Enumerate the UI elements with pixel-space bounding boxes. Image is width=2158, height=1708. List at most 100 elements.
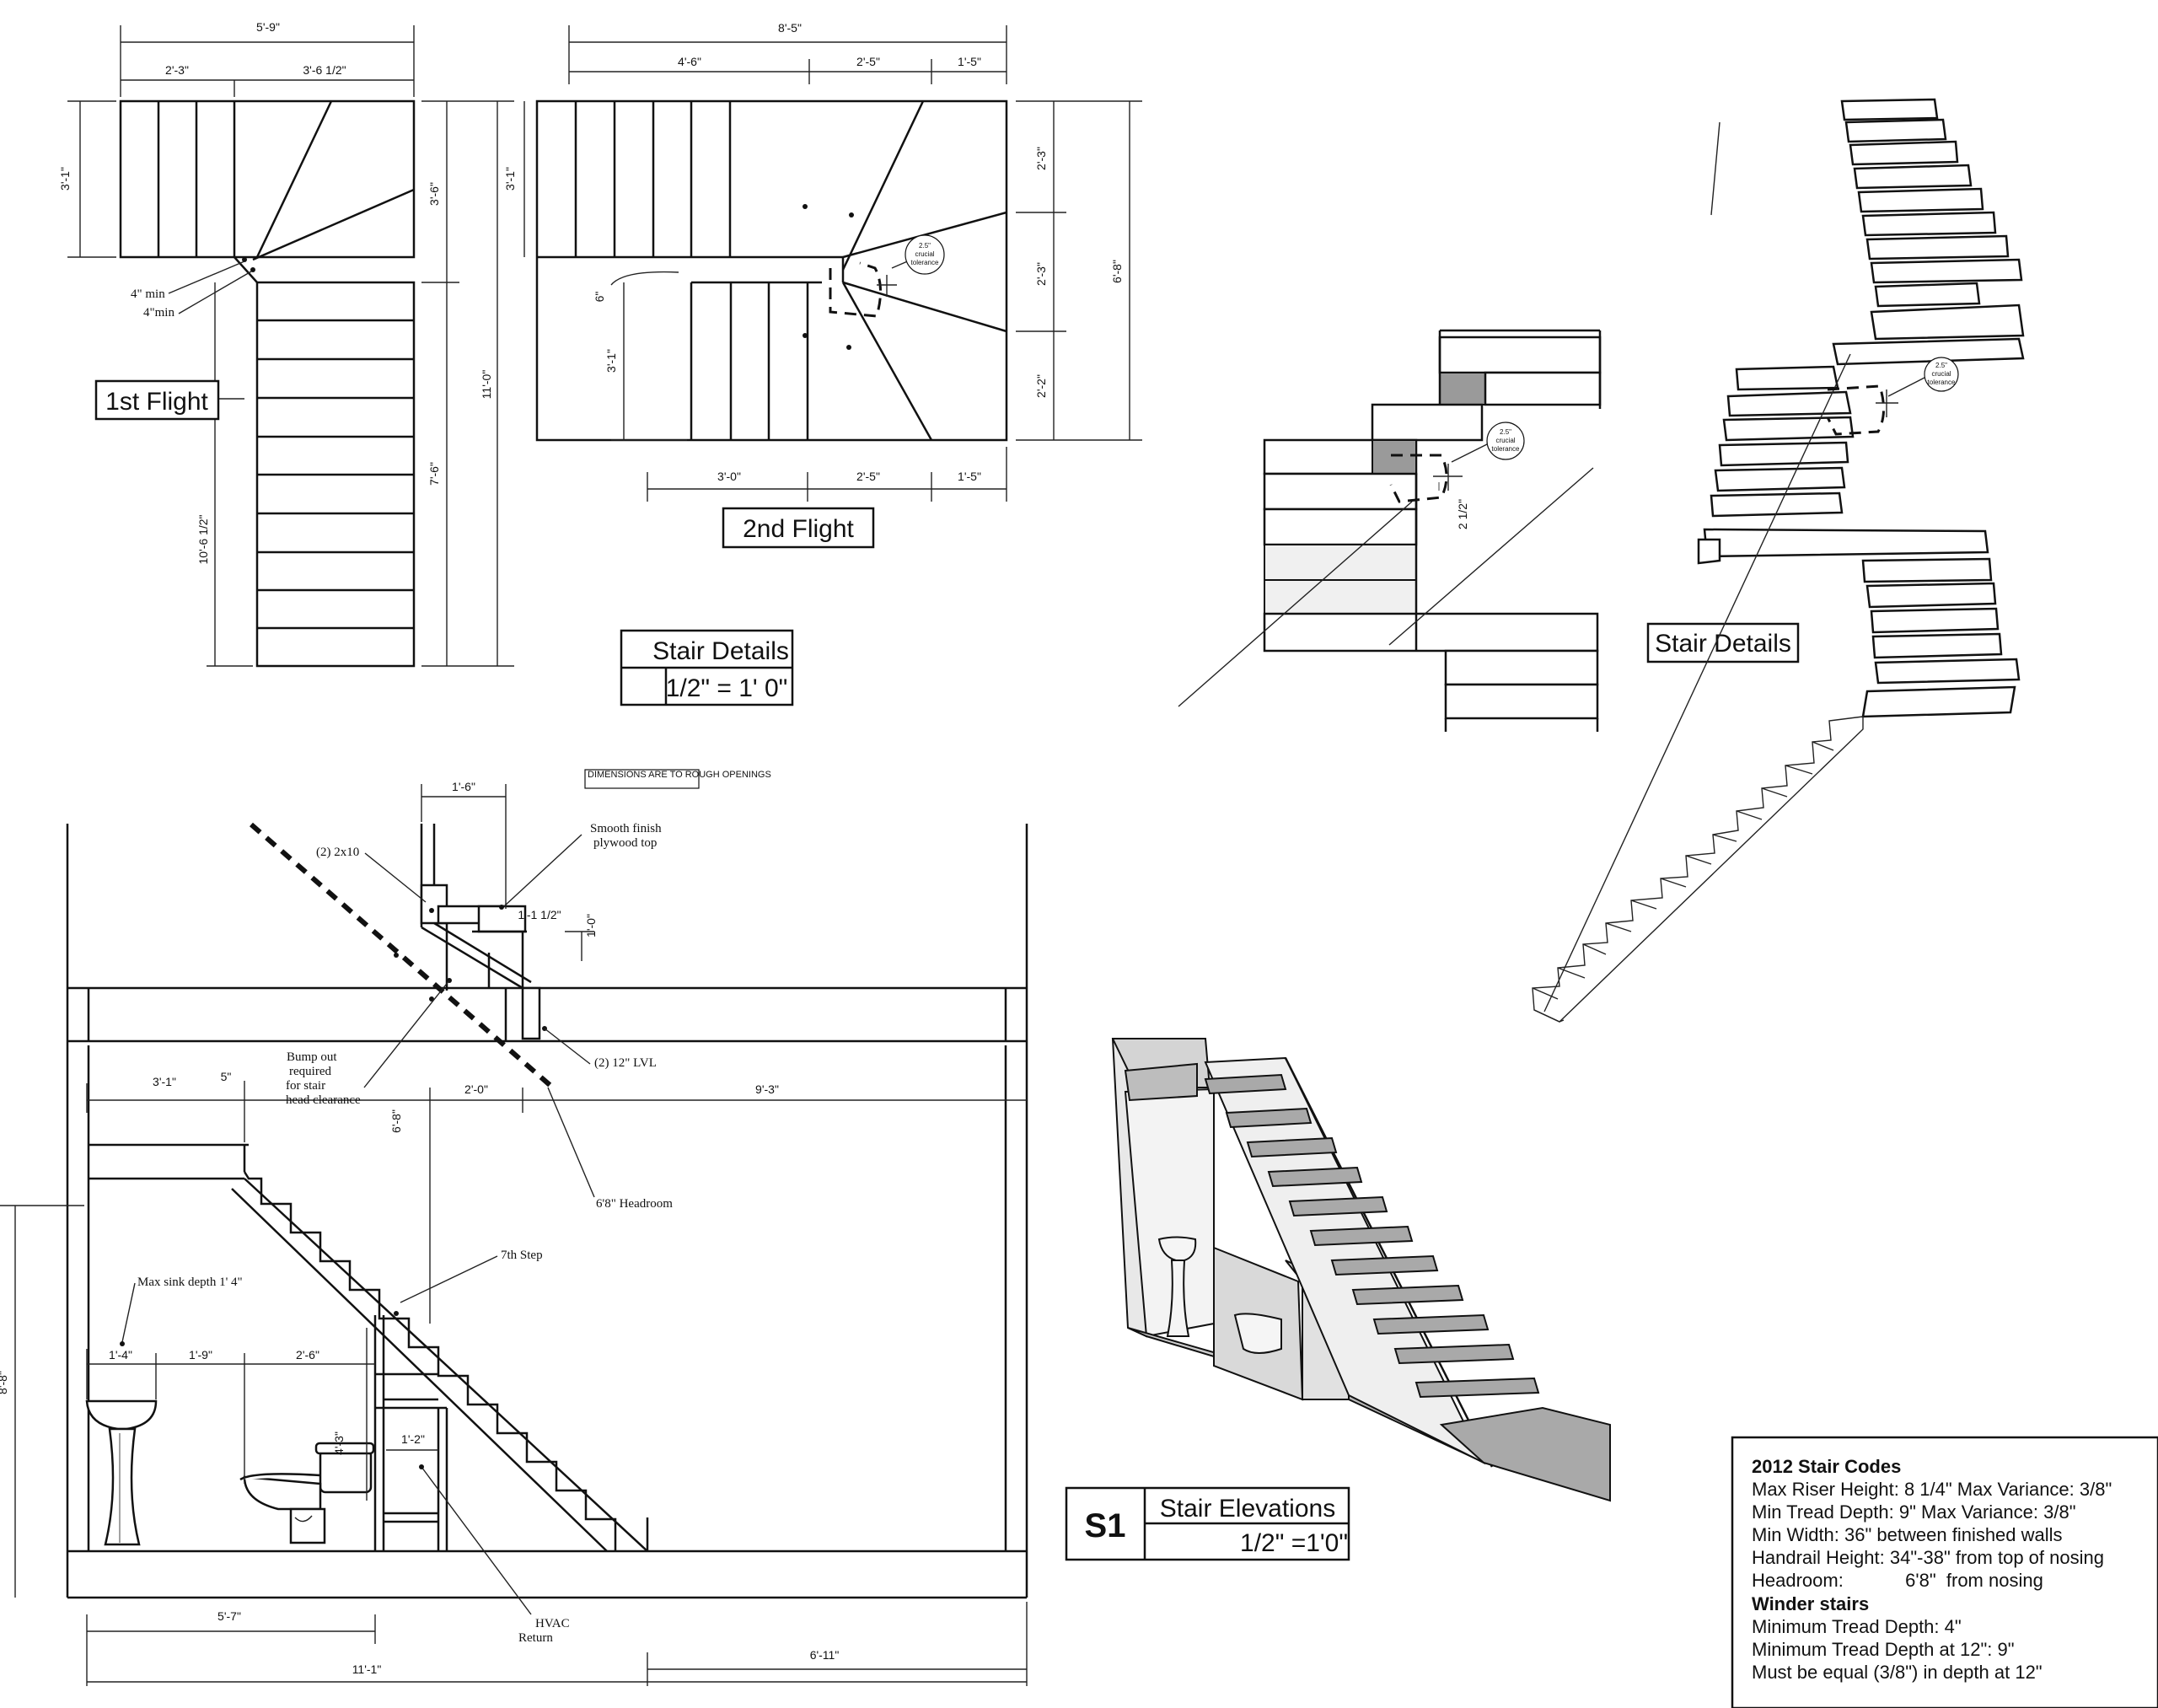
stair-codes-box: 2012 Stair Codes Max Riser Height: 8 1/4… [1731, 1436, 2158, 1708]
iso-bubble-line-3: tolerance [1928, 379, 1956, 386]
iso-bubble-line-1: 2.5" [1935, 362, 1947, 369]
code-line-1: Max Riser Height: 8 1/4" Max Variance: 3… [1752, 1479, 2112, 1500]
dim-right-b: 2'-3" [1034, 262, 1048, 286]
dim-left-width: 2'-3" [165, 63, 189, 77]
dim-right-a: 2'-3" [1034, 147, 1048, 170]
dim-top-b: 2'-5" [856, 55, 880, 68]
dim-bottom-b: 2'-5" [856, 470, 880, 483]
winder-heading: Winder stairs [1752, 1593, 1869, 1614]
note-hvac-2: Return [518, 1631, 553, 1645]
dim-right-total: 6'-8" [1110, 260, 1124, 283]
winder-line-2: Minimum Tread Depth at 12": 9" [1752, 1639, 2015, 1660]
dim-overall: 11'-1" [352, 1662, 382, 1676]
code-line-5: Headroom: 6'8" from nosing [1752, 1570, 2043, 1591]
pedestal-sink [85, 1399, 158, 1546]
crucial-tolerance-zone [829, 261, 882, 318]
dim-five: 5" [221, 1070, 232, 1083]
dim-top-height: 3'-1" [58, 167, 72, 191]
dim-bump-width: 2'-0" [464, 1082, 488, 1096]
dim-lower-height: 7'-6" [427, 462, 441, 486]
dim-headroom: 6'-8" [389, 1109, 403, 1133]
code-line-4: Handrail Height: 34"-38" from top of nos… [1752, 1547, 2104, 1568]
first-flight-title: 1st Flight [105, 388, 208, 416]
second-flight-title-box [722, 507, 875, 549]
winder-line-3: Must be equal (3/8") in depth at 12" [1752, 1662, 2043, 1683]
stair-3d-render [1111, 1038, 1611, 1502]
dim-left-top: 3'-1" [503, 167, 517, 191]
plan-second-flight: 2.5" crucial tolerance 8'-5" 4'-6" 2'-5"… [503, 21, 1142, 549]
plan-first-flight: 5'-9" 2'-3" 3'-6 1/2" 3'-1" 3'-6" 7'-6" … [58, 20, 514, 668]
winder-bubble-line-3: tolerance [1492, 445, 1520, 453]
note-plywood-1: Smooth finish [590, 822, 662, 835]
note-2x10: (2) 2x10 [316, 846, 359, 859]
stair-details-title: Stair Details [652, 637, 789, 665]
winder-label-box [1646, 622, 1800, 663]
note-bump-1: Bump out [287, 1050, 337, 1064]
toilet-drawing [239, 1442, 375, 1544]
iso-bubble-line-2: crucial [1931, 370, 1951, 378]
note-7th-step: 7th Step [501, 1249, 543, 1262]
note-lvl: (2) 12" LVL [594, 1056, 657, 1070]
note-bump-3: for stair [286, 1079, 325, 1093]
stair-elevations-scale: 1/2" =1'0" [1240, 1529, 1348, 1557]
dim-right-run: 9'-3" [755, 1082, 779, 1096]
bubble-line-3: tolerance [911, 259, 939, 266]
code-line-3: Min Width: 36" between finished walls [1752, 1524, 2063, 1545]
dim-d2: 1'-9" [189, 1348, 212, 1362]
dim-top-c: 1'-5" [958, 55, 981, 68]
dim-d1: 1'-4" [109, 1348, 132, 1362]
dim-bottom-c: 1'-5" [958, 470, 981, 483]
dim-top-a: 4'-6" [678, 55, 701, 68]
dim-right-c: 2'-2" [1034, 374, 1048, 398]
stair-elevations-title-block: S1 Stair Elevations 1/2" =1'0" [1065, 1486, 1350, 1561]
dim-bottom-a: 3'-0" [717, 470, 741, 483]
dim-riser: 1'-1 1/2" [518, 908, 561, 921]
dim-one-foot: 1'-0" [584, 914, 598, 937]
note-bump-4: head clearance [286, 1093, 361, 1107]
dim-stair-base: 6'-11" [810, 1648, 840, 1662]
note-4in-min-2: 4"min [143, 306, 174, 320]
dim-bath: 5'-7" [217, 1609, 241, 1623]
stair-section-elevation: 1'-6" 1'-1 1/2" 1'-0" 3'-1" 5" 2'-0" 9'-… [0, 769, 1028, 1686]
note-bump-2: required [289, 1065, 331, 1078]
stair-details-scale-box: Stair Details 1/2" = 1' 0" [620, 629, 794, 706]
dim-total-height: 11'-0" [480, 370, 493, 400]
stair-details-scale: 1/2" = 1' 0" [666, 674, 788, 702]
dim-overall-width: 5'-9" [256, 20, 280, 34]
winder-detail: 2.5" crucial tolerance 2 1/2" Stair Deta… [1178, 329, 1800, 732]
note-sink-depth: Max sink depth 1' 4" [137, 1276, 243, 1289]
isometric-stair: 2.5" crucial tolerance [1532, 98, 2025, 1023]
headroom-line [250, 822, 556, 1092]
dim-left-height: 8'-8" [0, 1371, 9, 1394]
note-4in-min-1: 4" min [131, 287, 165, 301]
note-plywood-2: plywood top [593, 836, 657, 850]
note-dims-rough: DIMENSIONS ARE TO ROUGH OPENINGS [588, 770, 771, 780]
dim-run: 10'-6 1/2" [196, 514, 210, 564]
dim-right-width: 3'-6 1/2" [303, 63, 346, 77]
winder-bubble-line-1: 2.5" [1500, 428, 1511, 436]
dim-top-width: 1'-6" [452, 780, 475, 793]
bubble-line-1: 2.5" [919, 242, 931, 250]
winder-label: Stair Details [1655, 630, 1791, 658]
iso-tolerance-zone [1826, 384, 1885, 436]
winder-dim: 2 1/2" [1456, 499, 1469, 529]
second-flight-title: 2nd Flight [743, 515, 854, 543]
dim-overall-width-2: 8'-5" [778, 21, 802, 35]
dim-left-six: 6" [593, 292, 606, 303]
stair-elevations-title: Stair Elevations [1160, 1495, 1335, 1523]
codes-heading: 2012 Stair Codes [1752, 1456, 1901, 1477]
dim-cabinet: 1'-2" [401, 1432, 425, 1446]
note-hvac-1: HVAC [535, 1617, 570, 1630]
note-headroom: 6'8" Headroom [596, 1197, 673, 1211]
dim-left-run: 3'-1" [153, 1075, 176, 1088]
dim-left-bottom: 3'-1" [604, 349, 618, 373]
dim-toilet-height: 4'-3" [332, 1431, 346, 1455]
dim-upper-height: 3'-6" [427, 182, 441, 206]
code-line-2: Min Tread Depth: 9" Max Variance: 3/8" [1752, 1501, 2076, 1523]
first-flight-top-outline [119, 99, 416, 259]
bubble-line-2: crucial [915, 250, 934, 258]
first-flight-title-box [94, 379, 220, 421]
winder-line-1: Minimum Tread Depth: 4" [1752, 1616, 1962, 1637]
